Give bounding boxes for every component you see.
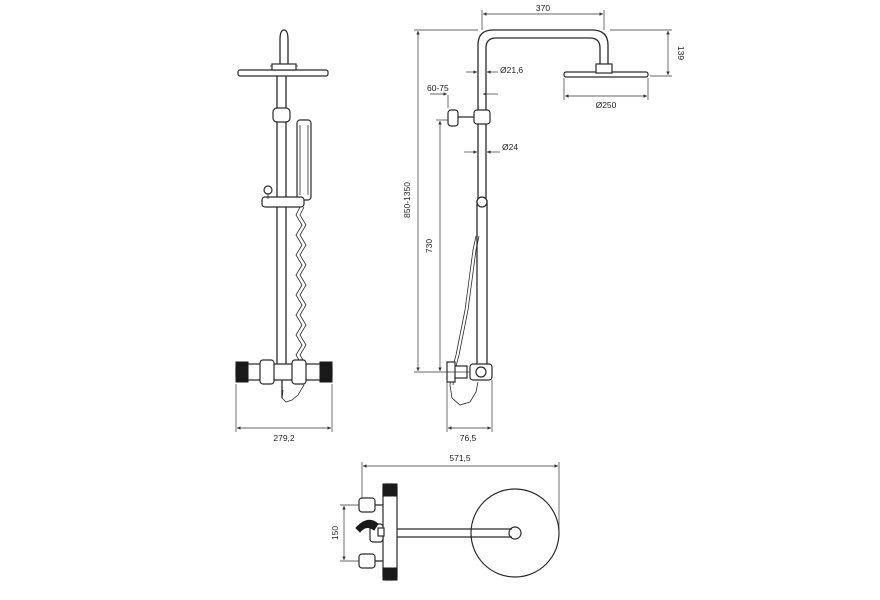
shower-head-front <box>237 69 329 77</box>
dim-handle-spacing: 150 <box>330 526 340 540</box>
wall-bracket-side <box>447 109 459 127</box>
dim-wall-depth: 76,5 <box>460 433 477 443</box>
side-view: 370 139 Ø21,6 60-75 Ø250 Ø24 850-1350 73… <box>402 3 686 443</box>
handle-upper <box>358 497 376 513</box>
handle-lower <box>358 553 376 569</box>
thermostat-front <box>235 363 333 381</box>
front-view: 279,2 <box>235 29 333 443</box>
dim-total-height: 850-1350 <box>402 182 412 218</box>
hand-shower-front <box>296 119 312 201</box>
dim-front-width: 279,2 <box>273 433 295 443</box>
top-view: 571,5 150 <box>330 453 560 581</box>
dim-head-height: 139 <box>676 46 686 60</box>
dim-head-dia: Ø250 <box>596 100 617 110</box>
dim-upper-pipe: Ø21,6 <box>500 65 523 75</box>
dim-top-span: 571,5 <box>449 453 471 463</box>
dim-slide-height: 730 <box>424 239 434 253</box>
mixer-top <box>382 483 398 581</box>
dim-top-arm: 370 <box>536 3 550 13</box>
bracket-front <box>272 107 291 123</box>
dim-offset: 60-75 <box>427 83 449 93</box>
dim-lower-pipe: Ø24 <box>502 142 518 152</box>
slider-front <box>261 196 305 208</box>
